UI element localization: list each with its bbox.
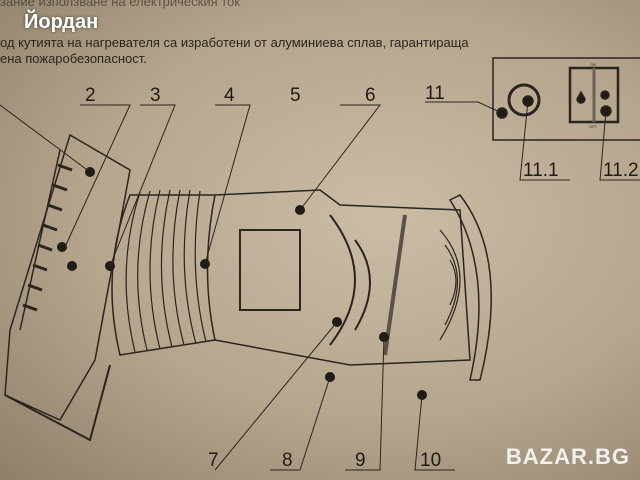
- label-10: 10: [420, 450, 441, 471]
- label-11: 11: [425, 83, 445, 104]
- label-4: 4: [224, 85, 235, 106]
- label-5: 5: [290, 85, 301, 106]
- label-9: 9: [355, 450, 366, 471]
- switch-off-label: OFF: [589, 124, 598, 129]
- bazar-logo: BAZAR.BG: [505, 444, 630, 469]
- label-7: 7: [208, 450, 219, 471]
- label-8: 8: [282, 450, 293, 471]
- document-text-line: ена пожаробезопасност.: [0, 51, 147, 66]
- label-3: 3: [150, 85, 161, 106]
- heater-body: [111, 189, 492, 381]
- label-6: 6: [365, 85, 376, 106]
- document-text-line: зание използване на електрическия ток: [0, 0, 240, 9]
- label-11-2: 11.2: [603, 160, 639, 181]
- leader-lines: [0, 100, 640, 471]
- watermark-username: Йордан: [24, 11, 99, 33]
- control-panel: ON OFF: [492, 57, 640, 141]
- switch-on-label: ON: [590, 62, 596, 67]
- label-2: 2: [85, 85, 96, 106]
- document-text-line: од кутията на нагревателя са изработени …: [0, 35, 469, 50]
- grille: [4, 133, 131, 442]
- label-11-1: 11.1: [523, 160, 559, 181]
- part-labels: 2 3 4 5 6 11 11.1 11.2 7 8 9 10: [85, 83, 639, 471]
